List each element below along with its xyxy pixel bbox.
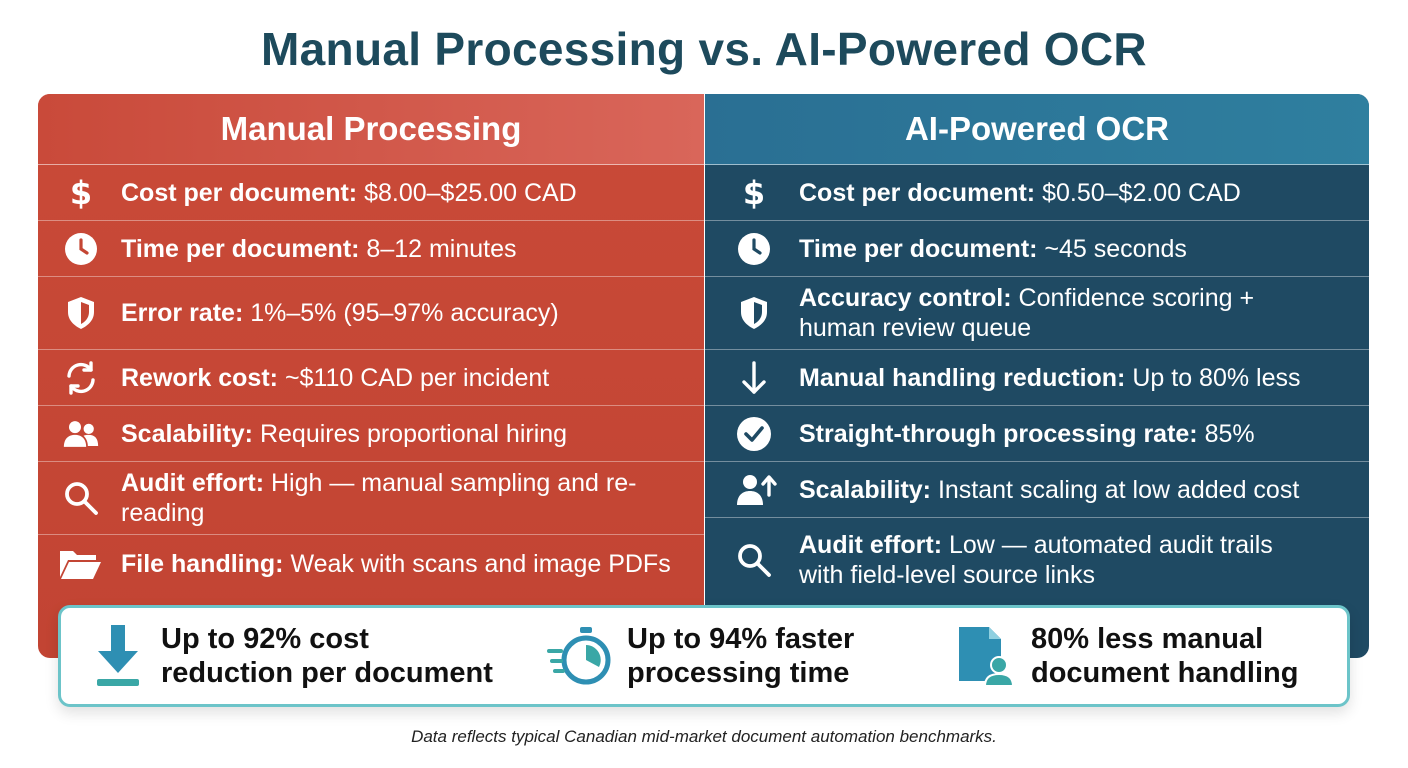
row-value: Requires proportional hiring	[259, 419, 568, 448]
stat-text: Up to 94% faster processing time	[627, 622, 854, 690]
stat-line: Up to 94% faster	[627, 623, 855, 655]
dollar-icon: $	[742, 173, 766, 212]
ocr-row-stp-rate: Straight-through processing rate: 85%	[705, 406, 1369, 462]
row-label: Manual handling reduction:	[799, 363, 1126, 392]
stat-faster-processing: Up to 94% faster processing time	[547, 608, 854, 704]
row-value: $8.00–$25.00 CAD	[364, 178, 577, 207]
shield-icon	[736, 295, 772, 331]
row-value: 8–12 minutes	[366, 234, 517, 263]
row-label: Scalability:	[799, 475, 931, 504]
clock-icon	[63, 231, 99, 267]
row-label: Time per document:	[799, 234, 1038, 263]
ocr-row-audit: Audit effort: Low — automated audit trai…	[705, 518, 1369, 602]
row-value: Up to 80% less	[1132, 363, 1301, 392]
download-icon	[91, 621, 145, 691]
check-circle-icon	[736, 416, 772, 452]
manual-row-cost: $ Cost per document: $8.00–$25.00 CAD	[38, 165, 704, 221]
row-label: File handling:	[121, 550, 284, 578]
magnifier-icon	[736, 542, 772, 578]
row-label: Audit effort:	[121, 469, 265, 497]
footnote: Data reflects typical Canadian mid-marke…	[411, 727, 997, 746]
stat-less-handling: 80% less manual document handling	[955, 608, 1298, 704]
manual-row-file-handling: File handling: Weak with scans and image…	[38, 535, 704, 593]
people-icon	[63, 416, 99, 452]
stat-line: reduction per document	[161, 657, 493, 689]
arrow-down-icon	[736, 360, 772, 396]
row-value: Low — automated audit trails with field-…	[799, 531, 1273, 589]
row-value: Instant scaling at low added cost	[937, 475, 1300, 504]
ai-powered-ocr-panel: AI-Powered OCR $ Cost per document: $0.5…	[705, 94, 1369, 658]
refresh-icon	[63, 360, 99, 396]
dollar-icon: $	[69, 173, 93, 212]
shield-icon	[63, 295, 99, 331]
document-user-icon	[955, 621, 1015, 691]
stat-cost-reduction: Up to 92% cost reduction per document	[91, 608, 493, 704]
row-value: Weak with scans and image PDFs	[290, 550, 671, 578]
summary-banner: Up to 92% cost reduction per document Up…	[58, 605, 1350, 707]
folder-icon	[58, 546, 102, 582]
row-label: Scalability:	[121, 419, 253, 448]
stat-line: 80% less manual	[1031, 623, 1264, 655]
clock-icon	[736, 231, 772, 267]
stat-text: 80% less manual document handling	[1031, 622, 1298, 690]
ocr-row-scalability: Scalability: Instant scaling at low adde…	[705, 462, 1369, 518]
ocr-row-time: Time per document: ~45 seconds	[705, 221, 1369, 277]
manual-processing-panel: Manual Processing $ Cost per document: $…	[38, 94, 704, 658]
ocr-row-cost: $ Cost per document: $0.50–$2.00 CAD	[705, 165, 1369, 221]
row-label: Audit effort:	[799, 531, 943, 559]
magnifier-icon	[63, 480, 99, 516]
row-label: Cost per document:	[121, 178, 358, 207]
row-label: Cost per document:	[799, 178, 1036, 207]
manual-row-rework: Rework cost: ~$110 CAD per incident	[38, 350, 704, 406]
row-label: Accuracy control:	[799, 284, 1012, 312]
stat-text: Up to 92% cost reduction per document	[161, 622, 493, 690]
row-value: High — manual sampling and re-reading	[121, 469, 637, 527]
ai-powered-ocr-heading: AI-Powered OCR	[705, 94, 1369, 165]
manual-processing-heading: Manual Processing	[38, 94, 704, 165]
manual-row-error-rate: Error rate: 1%–5% (95–97% accuracy)	[38, 277, 704, 350]
stopwatch-icon	[547, 621, 611, 691]
row-value: ~45 seconds	[1044, 234, 1187, 263]
row-value: ~$110 CAD per incident	[284, 363, 550, 392]
person-up-icon	[736, 472, 778, 508]
page-title: Manual Processing vs. AI-Powered OCR	[261, 23, 1147, 75]
row-label: Error rate:	[121, 299, 244, 327]
stat-line: processing time	[627, 657, 850, 689]
row-value: 85%	[1204, 419, 1255, 448]
manual-row-time: Time per document: 8–12 minutes	[38, 221, 704, 277]
stat-line: document handling	[1031, 657, 1299, 689]
manual-row-scalability: Scalability: Requires proportional hirin…	[38, 406, 704, 462]
row-label: Straight-through processing rate:	[799, 419, 1198, 448]
manual-row-audit: Audit effort: High — manual sampling and…	[38, 462, 704, 535]
row-value: $0.50–$2.00 CAD	[1042, 178, 1241, 207]
row-label: Time per document:	[121, 234, 360, 263]
stat-line: Up to 92% cost	[161, 623, 369, 655]
ocr-row-handling-reduction: Manual handling reduction: Up to 80% les…	[705, 350, 1369, 406]
ocr-row-accuracy: Accuracy control: Confidence scoring + h…	[705, 277, 1369, 350]
row-value: 1%–5% (95–97% accuracy)	[250, 299, 559, 327]
row-value: Confidence scoring + human review queue	[799, 284, 1255, 342]
row-label: Rework cost:	[121, 363, 278, 392]
